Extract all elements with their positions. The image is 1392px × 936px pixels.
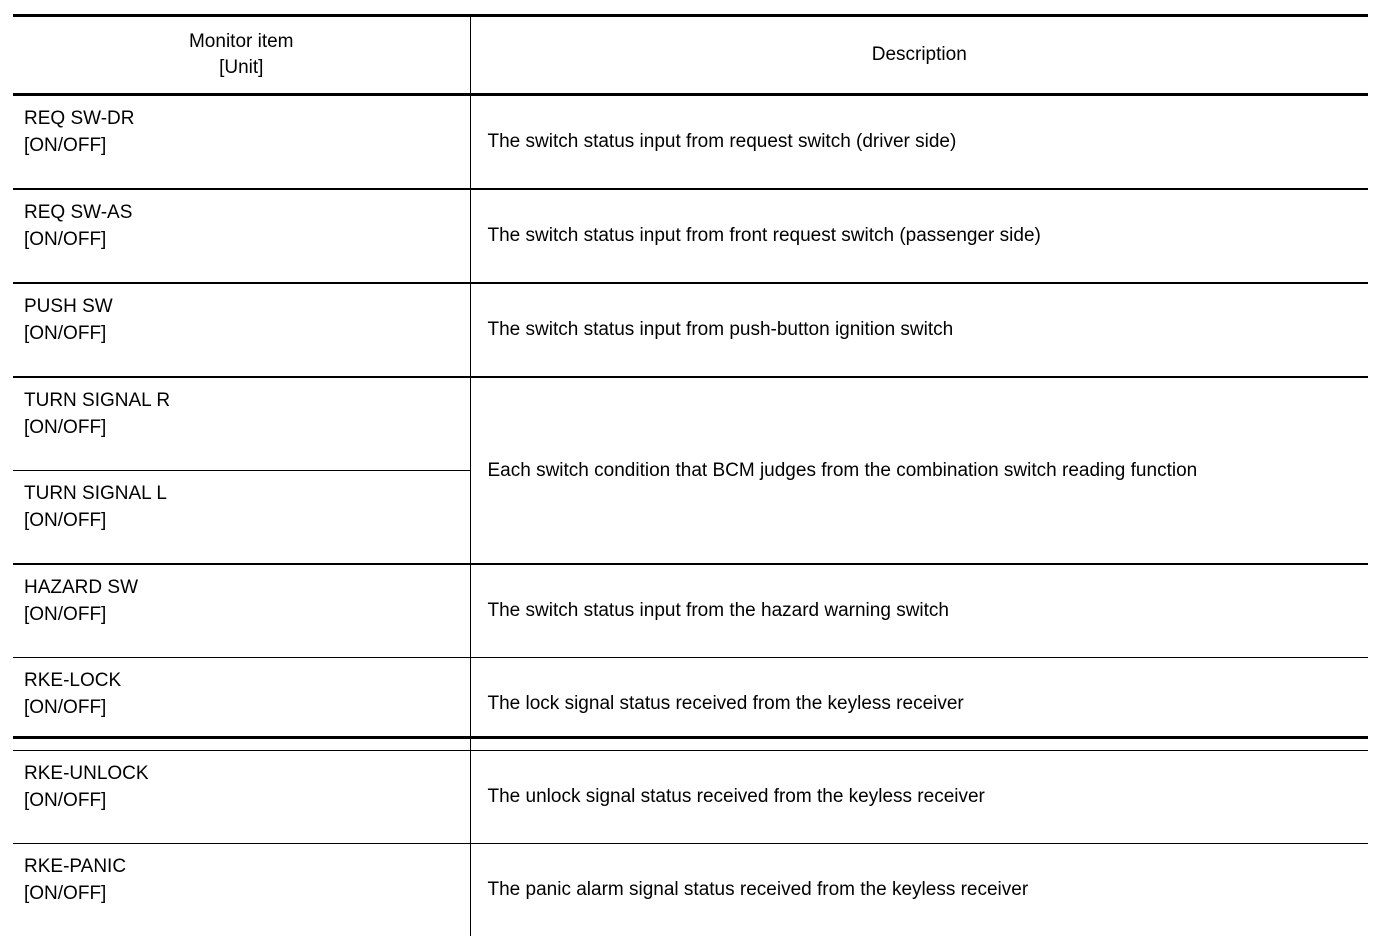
column-header-monitor-item-line1: Monitor item [13, 29, 470, 55]
table-row: HAZARD SW [ON/OFF] The switch status inp… [13, 564, 1368, 658]
description-cell: The switch status input from the hazard … [470, 564, 1368, 658]
column-header-monitor-item: Monitor item [Unit] [13, 16, 470, 95]
monitor-item-cell: TURN SIGNAL R [ON/OFF] [13, 377, 470, 471]
monitor-item-unit: [ON/OFF] [24, 880, 470, 907]
monitor-item-unit: [ON/OFF] [24, 414, 470, 441]
monitor-item-name: RKE-PANIC [24, 853, 470, 880]
table-header: Monitor item [Unit] Description [13, 16, 1368, 95]
column-header-monitor-item-line2: [Unit] [13, 55, 470, 81]
table-bottom-rule [13, 736, 1368, 739]
monitor-item-unit: [ON/OFF] [24, 787, 470, 814]
table-row: REQ SW-DR [ON/OFF] The switch status inp… [13, 95, 1368, 190]
column-header-description: Description [470, 16, 1368, 95]
table-header-row: Monitor item [Unit] Description [13, 16, 1368, 95]
table-row: RKE-UNLOCK [ON/OFF] The unlock signal st… [13, 751, 1368, 844]
monitor-item-unit: [ON/OFF] [24, 694, 470, 721]
monitor-item-unit: [ON/OFF] [24, 226, 470, 253]
table-row: TURN SIGNAL R [ON/OFF] Each switch condi… [13, 377, 1368, 471]
table-row: RKE-PANIC [ON/OFF] The panic alarm signa… [13, 844, 1368, 936]
description-cell: The panic alarm signal status received f… [470, 844, 1368, 936]
description-cell: The switch status input from request swi… [470, 95, 1368, 190]
monitor-item-unit: [ON/OFF] [24, 507, 470, 534]
monitor-item-name: RKE-LOCK [24, 667, 470, 694]
monitor-item-name: HAZARD SW [24, 574, 470, 601]
monitor-item-cell: RKE-UNLOCK [ON/OFF] [13, 751, 470, 844]
monitor-item-name: TURN SIGNAL R [24, 387, 470, 414]
monitor-item-cell: HAZARD SW [ON/OFF] [13, 564, 470, 658]
description-cell: The unlock signal status received from t… [470, 751, 1368, 844]
monitor-item-cell: RKE-PANIC [ON/OFF] [13, 844, 470, 936]
description-cell: The switch status input from front reque… [470, 189, 1368, 283]
monitor-item-unit: [ON/OFF] [24, 320, 470, 347]
monitor-item-table: Monitor item [Unit] Description REQ SW-D… [13, 14, 1368, 936]
monitor-item-cell: REQ SW-AS [ON/OFF] [13, 189, 470, 283]
table-body: REQ SW-DR [ON/OFF] The switch status inp… [13, 95, 1368, 936]
monitor-item-unit: [ON/OFF] [24, 601, 470, 628]
table-row: REQ SW-AS [ON/OFF] The switch status inp… [13, 189, 1368, 283]
monitor-item-name: TURN SIGNAL L [24, 480, 470, 507]
monitor-item-cell: TURN SIGNAL L [ON/OFF] [13, 471, 470, 565]
monitor-item-name: REQ SW-AS [24, 199, 470, 226]
description-cell-merged: Each switch condition that BCM judges fr… [470, 377, 1368, 564]
monitor-item-cell: PUSH SW [ON/OFF] [13, 283, 470, 377]
monitor-item-unit: [ON/OFF] [24, 132, 470, 159]
table-row: PUSH SW [ON/OFF] The switch status input… [13, 283, 1368, 377]
monitor-item-name: PUSH SW [24, 293, 470, 320]
monitor-item-name: REQ SW-DR [24, 105, 470, 132]
description-cell: The switch status input from push-button… [470, 283, 1368, 377]
monitor-item-name: RKE-UNLOCK [24, 760, 470, 787]
monitor-item-cell: REQ SW-DR [ON/OFF] [13, 95, 470, 190]
document-page: Monitor item [Unit] Description REQ SW-D… [0, 0, 1392, 754]
